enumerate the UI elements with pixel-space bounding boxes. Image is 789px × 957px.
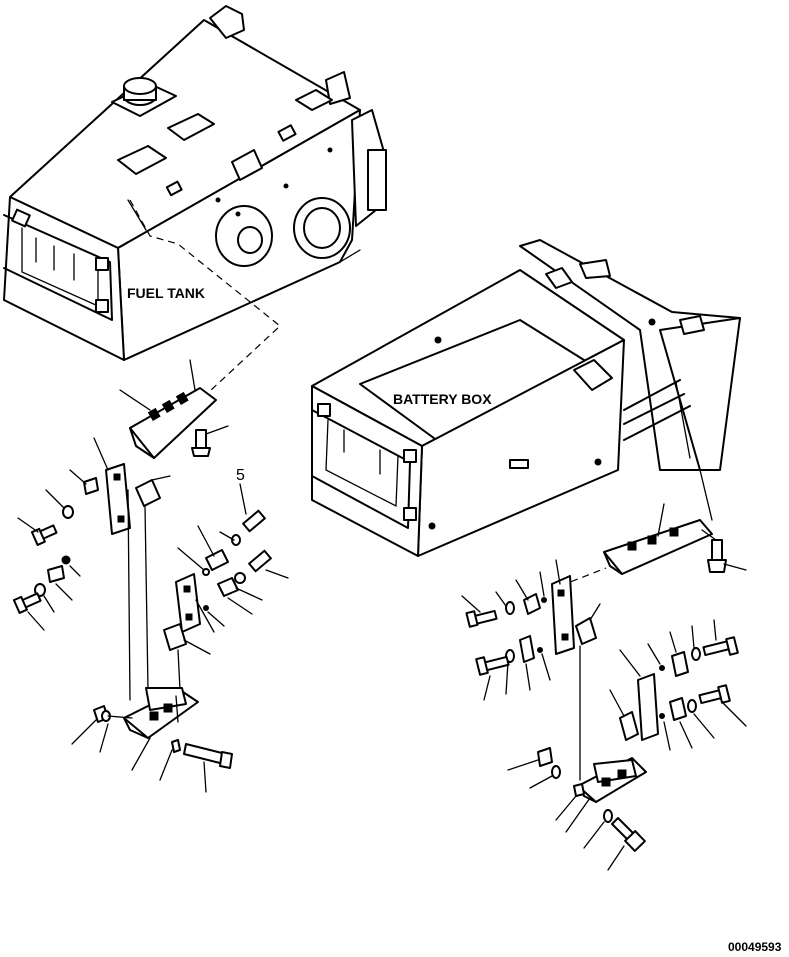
link-plate-right-2 [637,673,659,741]
battery-box-label: BATTERY BOX [393,391,492,407]
upper-bracket-right [603,519,713,575]
fuel-tank: FUEL TANK [3,5,387,361]
link-plate-right [551,575,575,655]
upper-bracket-left [129,387,217,459]
link-plate-left-2 [175,573,201,633]
left-bracket-assembly: 5 [12,359,289,793]
drawing-number: 00049593 [728,940,782,954]
fuel-tank-front [3,196,125,361]
right-bracket-assembly [461,469,747,871]
callout-5: 5 [236,467,245,484]
battery-box-front [311,385,423,557]
battery-box: BATTERY BOX [311,239,741,557]
fuel-tank-label: FUEL TANK [127,285,205,301]
